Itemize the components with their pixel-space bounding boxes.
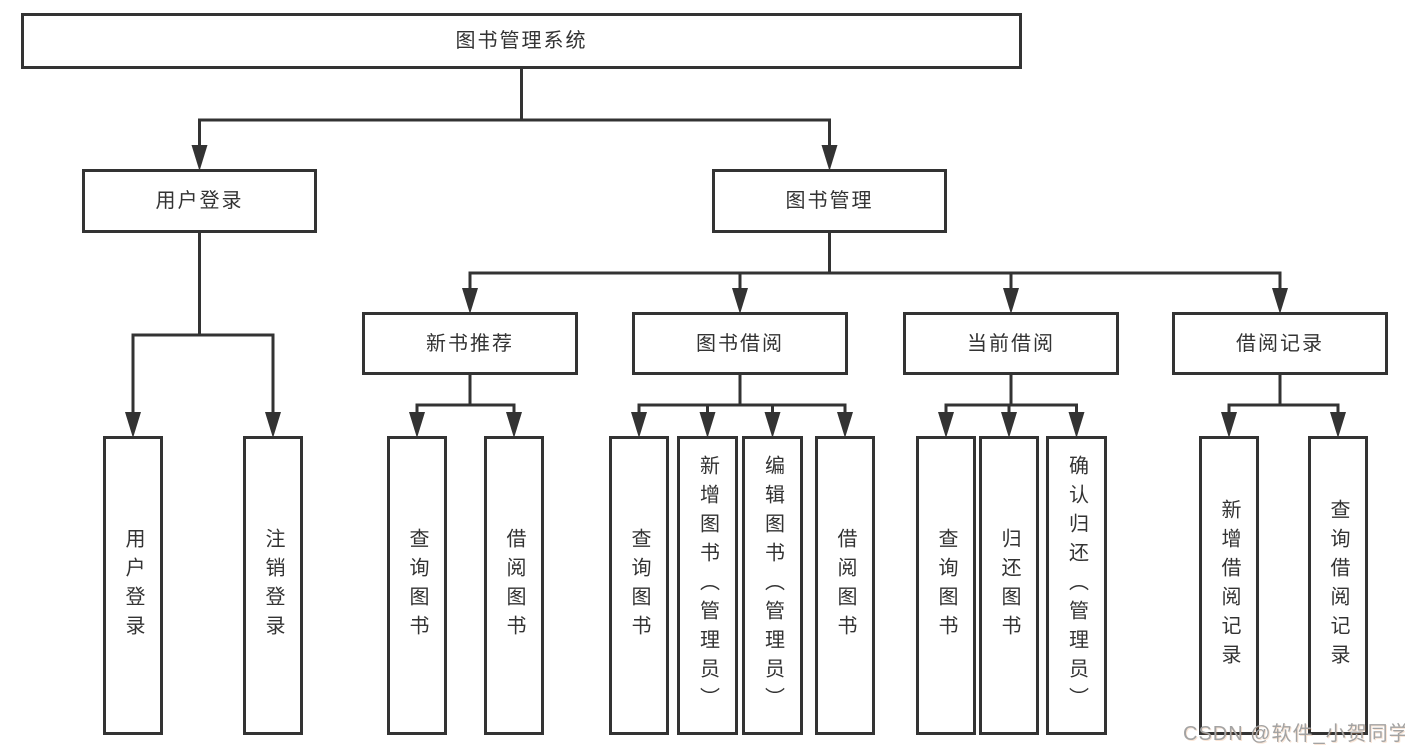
arrowhead-icon [1001, 412, 1017, 438]
arrowhead-icon [821, 145, 838, 171]
node-leaf-user-login: 用户登录 [103, 436, 163, 735]
node-br-query: 查询借阅记录 [1308, 436, 1368, 735]
node-rec-query: 查询图书 [387, 436, 447, 735]
node-bb-add: 新增图书（管理员） [677, 436, 738, 735]
arrowhead-icon [938, 412, 954, 438]
node-cb-confirm: 确认归还（管理员） [1046, 436, 1107, 735]
node-br-add: 新增借阅记录 [1199, 436, 1259, 735]
node-user-login: 用户登录 [82, 169, 317, 233]
watermark: CSDN @软件_小贺同学 [1183, 723, 1405, 745]
arrowhead-icon [191, 145, 208, 171]
arrowhead-icon [1068, 412, 1085, 438]
arrowhead-icon [409, 412, 425, 438]
arrowhead-icon [1330, 412, 1346, 438]
arrowhead-icon [125, 412, 141, 438]
arrowhead-icon [1003, 288, 1019, 314]
node-borrow-records: 借阅记录 [1172, 312, 1388, 375]
arrowhead-icon [837, 412, 853, 438]
arrowhead-icon [1221, 412, 1237, 438]
arrowhead-icon [631, 412, 647, 438]
node-root: 图书管理系统 [21, 13, 1022, 69]
arrowhead-icon [764, 412, 781, 438]
node-book-borrow: 图书借阅 [632, 312, 848, 375]
arrowhead-icon [732, 288, 748, 314]
node-bb-query: 查询图书 [609, 436, 669, 735]
node-bb-edit: 编辑图书（管理员） [742, 436, 803, 735]
node-cb-query: 查询图书 [916, 436, 976, 735]
arrowhead-icon [699, 412, 716, 438]
node-leaf-logout: 注销登录 [243, 436, 303, 735]
arrowhead-icon [1272, 288, 1288, 314]
arrowhead-icon [506, 412, 522, 438]
node-new-rec: 新书推荐 [362, 312, 578, 375]
arrowhead-icon [462, 288, 478, 314]
node-bb-borrow: 借阅图书 [815, 436, 875, 735]
arrowhead-icon [265, 412, 281, 438]
node-book-mgmt: 图书管理 [712, 169, 947, 233]
node-rec-borrow: 借阅图书 [484, 436, 544, 735]
node-current-borrow: 当前借阅 [903, 312, 1119, 375]
node-cb-return: 归还图书 [979, 436, 1039, 735]
